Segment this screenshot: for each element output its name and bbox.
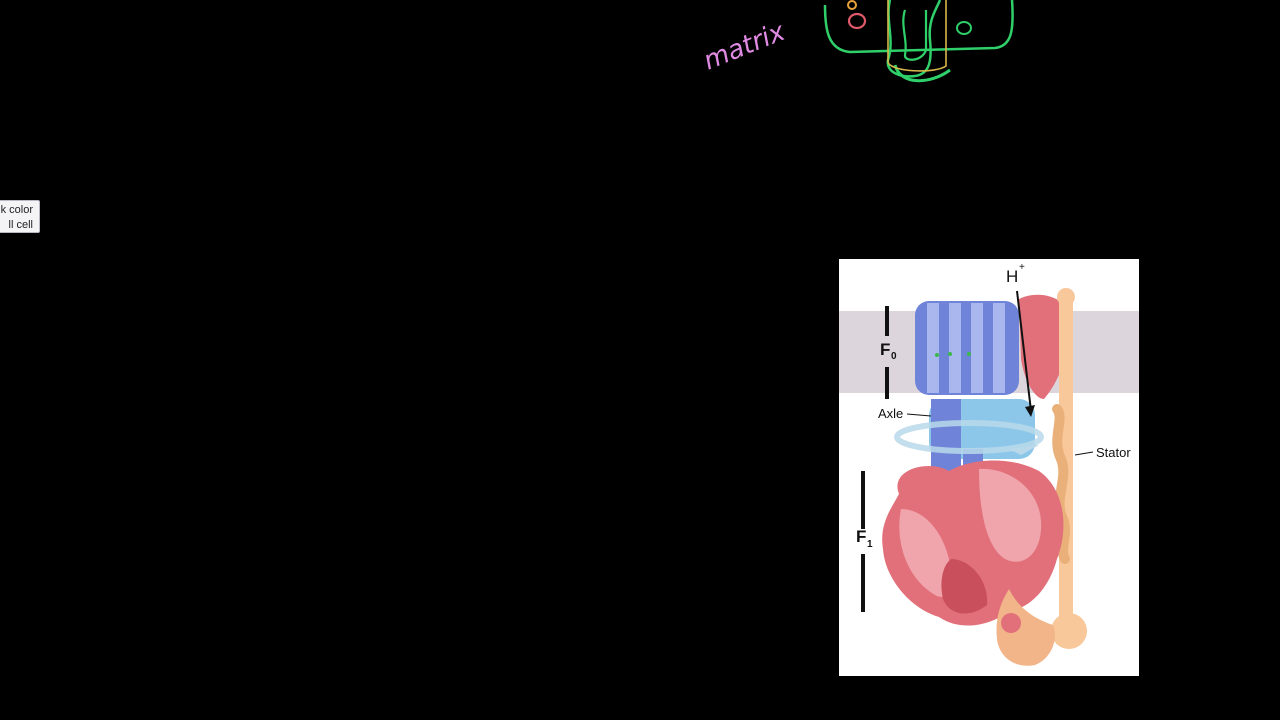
f1-subscript: 1 [867, 539, 873, 550]
handwritten-matrix-label: matrix [700, 17, 790, 77]
f1-label: F [856, 527, 867, 546]
handwritten-mitochondria-sketch-icon: matrix [700, 0, 1014, 83]
proton-charge-label: + [1019, 262, 1025, 273]
stator-label: Stator [1096, 445, 1131, 460]
proton-label: H [1006, 267, 1019, 286]
axle-label: Axle [878, 406, 904, 421]
f0-label: F [880, 340, 891, 359]
atp-synthase-figure: H + F 0 F 1 Axle Stator [839, 259, 1139, 676]
tooltip: k color ll cell [0, 200, 40, 233]
tooltip-line: k color [0, 204, 33, 216]
atp-synthase-illustration-icon [839, 288, 1139, 666]
f0-subscript: 0 [891, 351, 897, 362]
tooltip-line: ll cell [8, 219, 33, 231]
